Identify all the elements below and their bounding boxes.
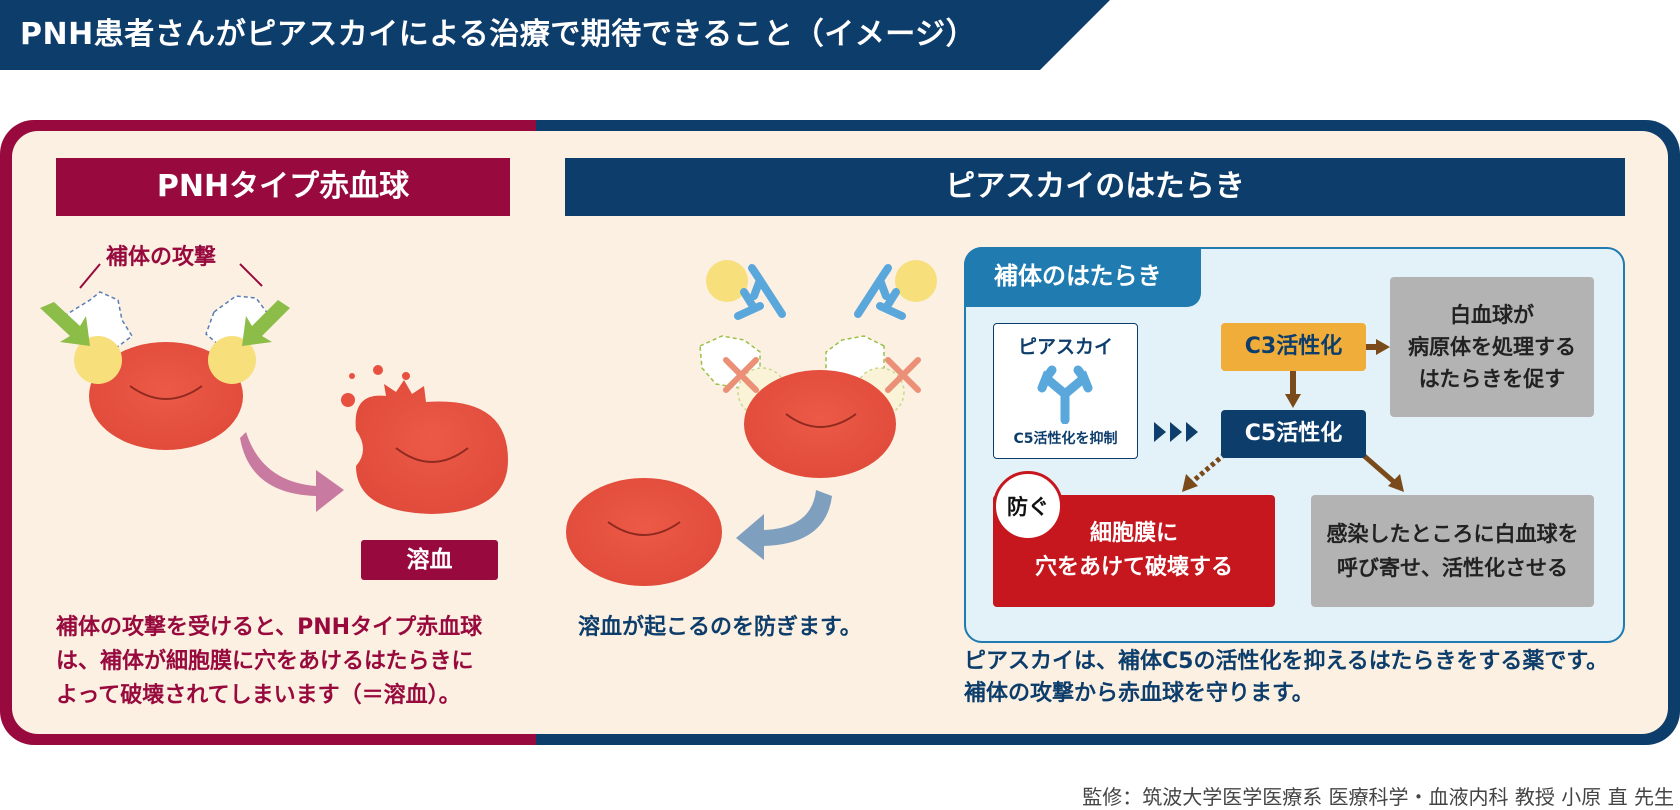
c5-activation-node: C5活性化 [1221, 410, 1366, 458]
curved-arrow-icon [736, 490, 832, 560]
title-banner [0, 0, 1110, 70]
red-blood-cell-icon [744, 370, 896, 478]
arrow-c3-to-c5 [1285, 371, 1301, 408]
membrane-box-line-2: 穴をあけて破壊する [1034, 555, 1233, 580]
curved-arrow-icon [240, 432, 344, 512]
pnh-rbc-header: PNHタイプ赤血球 [56, 158, 510, 216]
block-x-icon [723, 357, 921, 393]
chevron-triple-icon [1154, 422, 1198, 442]
infection-box-line-2: 呼び寄せ、活性化させる [1337, 556, 1568, 580]
red-blood-cell-icon [566, 478, 722, 586]
left-caption-line-1: 補体の攻撃を受けると、PNHタイプ赤血球 [56, 615, 483, 640]
wbc-recruitment-box: 感染したところに白血球を 呼び寄せ、活性化させる [1311, 495, 1594, 607]
infection-box-line-1: 感染したところに白血球を [1326, 522, 1579, 546]
membrane-box-line-1: 細胞膜に [1089, 521, 1178, 546]
wbc-box-line-1: 白血球が [1450, 303, 1534, 327]
attack-arrow-icon [40, 300, 290, 346]
complement-attack-label: 補体の攻撃 [106, 245, 217, 270]
left-caption-line-2: は、補体が細胞膜に穴をあけるはたらきに [56, 649, 474, 674]
drug-name: ピアスカイ [1017, 336, 1113, 358]
wbc-box-line-2: 病原体を処理する [1408, 335, 1576, 359]
supervisor-credit: 監修：筑波大学医学医療系 医療科学・血液内科 教授 小原 直 先生 [1082, 785, 1674, 809]
arrow-c3-to-wbc [1366, 339, 1390, 355]
red-blood-cell-icon [89, 342, 243, 450]
wbc-pathogen-box: 白血球が 病原体を処理する はたらきを促す [1390, 277, 1594, 417]
hemolysis-badge: 溶血 [361, 540, 498, 580]
antibody-icon [854, 260, 937, 320]
prevent-badge: 防ぐ [993, 471, 1063, 541]
attack-line-right [239, 263, 263, 287]
middle-caption: 溶血が起こるのを防ぎます。 [578, 615, 862, 640]
antibody-icon [706, 260, 786, 320]
page-title: PNH患者さんがピアスカイによる治療で期待できること（イメージ） [20, 17, 977, 52]
drug-effect-label: C5活性化を抑制 [1013, 431, 1118, 447]
arrow-c5-to-membrane-blocked [1182, 452, 1227, 492]
lysed-red-blood-cell-icon [341, 365, 508, 514]
wbc-box-line-3: はたらきを促す [1418, 367, 1566, 391]
right-caption-line-2: 補体の攻撃から赤血球を守ります。 [964, 681, 1314, 706]
panel-tab-label: 補体のはたらき [964, 247, 1201, 307]
left-caption-line-3: よって破壊されてしまいます（＝溶血）。 [56, 683, 461, 708]
arrow-c5-to-infection [1360, 452, 1404, 492]
drug-card: ピアスカイ C5活性化を抑制 [993, 323, 1138, 459]
right-caption-line-1: ピアスカイは、補体C5の活性化を抑えるはたらきをする薬です。 [964, 649, 1609, 674]
c3-activation-node: C3活性化 [1221, 323, 1366, 371]
attack-line-left [79, 263, 101, 289]
antibody-icon [1037, 365, 1093, 424]
drug-action-header: ピアスカイのはたらき [565, 158, 1625, 216]
